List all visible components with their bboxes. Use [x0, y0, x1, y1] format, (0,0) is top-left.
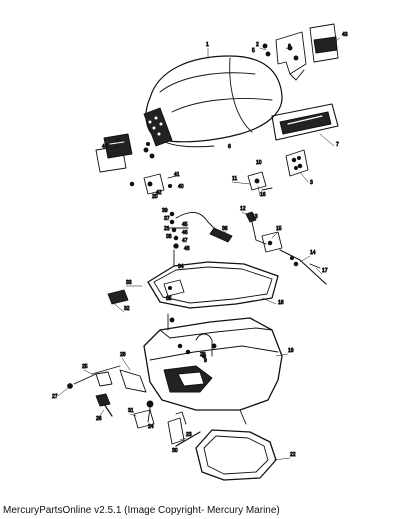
callout-44: 44: [102, 144, 108, 150]
callout-47: 47: [182, 238, 188, 244]
callout-29: 29: [200, 352, 206, 358]
callout-37: 37: [164, 216, 170, 222]
callout-21: 21: [164, 226, 170, 232]
callout-9: 9: [204, 358, 207, 364]
callout-25: 25: [82, 364, 88, 370]
callout-11: 11: [232, 176, 237, 182]
callout-35: 35: [166, 296, 172, 302]
callout-6: 6: [228, 144, 231, 150]
callout-43: 43: [342, 32, 348, 38]
bottom-plates: [133, 409, 201, 447]
callout-38: 38: [166, 234, 172, 240]
side-decal-right: [271, 103, 339, 141]
grommet-lever: [67, 365, 154, 423]
callout-3: 3: [310, 180, 313, 186]
callout-45: 45: [182, 222, 188, 228]
latch-bracket-small: [247, 171, 273, 191]
small-screws-top: [262, 43, 271, 57]
callout-1: 1: [206, 42, 209, 48]
callout-14: 14: [310, 250, 316, 256]
callout-18: 18: [278, 300, 284, 306]
callout-46: 46: [182, 230, 188, 236]
left-side-plate: [95, 133, 133, 173]
callout-40: 40: [178, 184, 184, 190]
callout-2: 2: [256, 42, 259, 48]
callout-31: 31: [128, 408, 134, 414]
left-latch-parts: [129, 141, 177, 195]
callout-34: 34: [178, 264, 184, 270]
callout-13: 13: [252, 214, 258, 220]
linkage-rod: [165, 211, 233, 267]
callout-7: 7: [336, 142, 339, 148]
bottom-cowl-fasteners: [177, 343, 217, 359]
callout-10: 10: [256, 160, 262, 166]
callout-33: 33: [126, 280, 132, 286]
lower-seal-frame: [195, 429, 277, 481]
callout-30: 30: [172, 448, 178, 454]
cowl-vent-grille: [143, 107, 173, 147]
cowl-seal: [147, 261, 279, 309]
callout-17: 17: [322, 268, 328, 274]
callout-8: 8: [288, 44, 291, 50]
callout-16: 16: [260, 192, 266, 198]
callout-19: 19: [288, 348, 294, 354]
callout-42: 42: [156, 190, 162, 196]
copyright-footer: MercuryPartsOnline v2.5.1 (Image Copyrig…: [3, 505, 280, 516]
callout-28: 28: [120, 352, 126, 358]
leader-lines: [57, 37, 341, 461]
seal-clip-parts: [107, 279, 185, 331]
rear-latch-plate: [285, 149, 309, 177]
callout-labels: 1 2 3 4 5 6 7 8 9 10 11 12 13 14 15 16 1…: [52, 32, 349, 459]
top-bracket: [275, 31, 307, 81]
callout-23: 23: [186, 432, 192, 438]
callout-27: 27: [52, 394, 58, 400]
callout-24: 24: [148, 424, 154, 430]
bottom-cowl: [143, 317, 283, 425]
decal-top-right: [309, 23, 339, 63]
callout-20: 20: [152, 194, 158, 200]
callout-5: 5: [252, 48, 255, 54]
callout-41: 41: [174, 172, 180, 178]
callout-39: 39: [162, 208, 168, 214]
callout-32: 32: [124, 306, 130, 312]
right-shift-linkage: [245, 211, 327, 285]
callout-26: 26: [96, 416, 102, 422]
callout-48: 48: [184, 246, 190, 252]
callout-15: 15: [276, 226, 282, 232]
callout-22: 22: [290, 452, 296, 458]
callout-36: 36: [222, 226, 228, 232]
callout-12: 12: [240, 206, 246, 212]
callout-4: 4: [116, 138, 119, 144]
exploded-parts-diagram: 1 2 3 4 5 6 7 8 9 10 11 12 13 14 15 16 1…: [52, 23, 349, 481]
